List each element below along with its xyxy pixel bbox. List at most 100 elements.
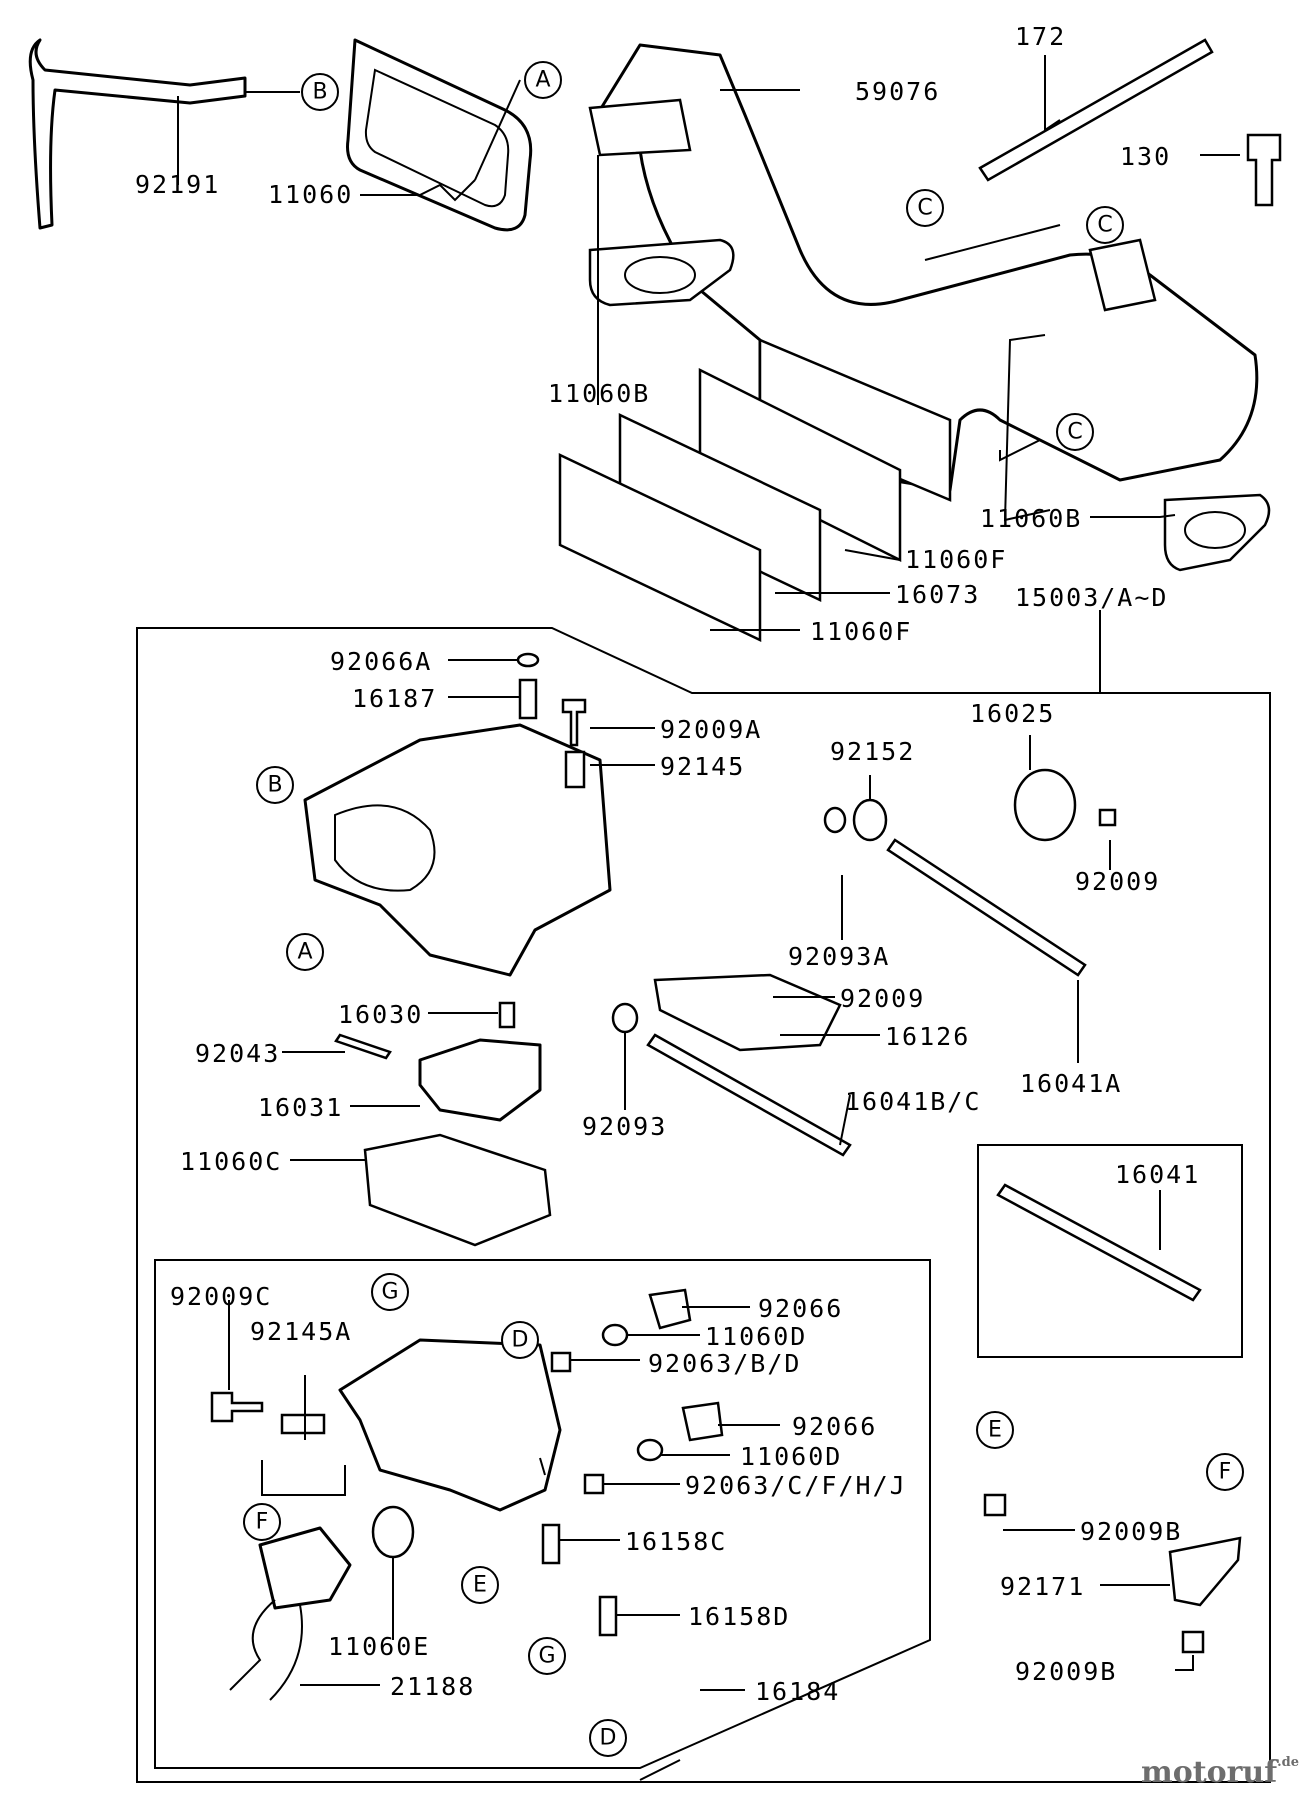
part-label-92009C: 92009C: [170, 1282, 272, 1311]
part-label-92171: 92171: [1000, 1572, 1085, 1601]
idle-screw-16187-part: [518, 678, 538, 720]
part-label-59076: 59076: [855, 77, 940, 106]
part-label-92009B-lower: 92009B: [1015, 1657, 1117, 1686]
gasket-11060-hole: [364, 68, 510, 208]
breather-hose-part: [28, 38, 247, 230]
part-label-11060C: 11060C: [180, 1147, 282, 1176]
part-label-16158D: 16158D: [688, 1602, 790, 1631]
part-label-92009-center: 92009: [840, 984, 925, 1013]
gasket-11060C-part: [363, 1133, 552, 1247]
part-label-92063BD: 92063/B/D: [648, 1349, 801, 1378]
screw-92009B-upper-part: [983, 1493, 1007, 1517]
part-label-16041BC: 16041B/C: [845, 1087, 981, 1116]
gasket-11060D-upper-part: [601, 1323, 629, 1347]
gasket-11060E-part: [371, 1505, 415, 1559]
ref-circle-f-left: F: [243, 1503, 281, 1541]
choke-valve-16025-part: [1013, 768, 1077, 842]
svg-text:E: E: [988, 1418, 1002, 1443]
part-label-92093: 92093: [582, 1112, 667, 1141]
ref-circle-a-top: A: [524, 61, 562, 99]
manifold-flange-right: [1088, 238, 1157, 312]
spring-92145-part: [564, 750, 586, 789]
svg-text:F: F: [256, 1510, 269, 1535]
gasket-11060B-lower-hole: [1184, 511, 1246, 549]
solenoid-21188-wire: [229, 1599, 303, 1701]
svg-text:G: G: [538, 1644, 555, 1669]
ref-circle-d-bottom: D: [589, 1719, 627, 1757]
spring-92145A-part: [280, 1413, 326, 1435]
leader-lines: [177, 55, 1240, 1781]
part-label-16073: 16073: [895, 580, 980, 609]
part-label-16187: 16187: [352, 684, 437, 713]
gasket-11060-part: [346, 38, 533, 232]
screw-92009B-lower-part: [1181, 1630, 1205, 1654]
ref-circle-a-mid: A: [286, 933, 324, 971]
part-label-92066A: 92066A: [330, 647, 432, 676]
part-label-92043: 92043: [195, 1039, 280, 1068]
ref-circle-c-3: C: [1056, 413, 1094, 451]
gasket-11060B-lower-part: [1163, 493, 1271, 572]
part-label-130: 130: [1120, 142, 1171, 171]
float-pin-16030-part: [498, 1001, 516, 1029]
watermark-suffix: .de: [1277, 1755, 1299, 1770]
jet-16158C-part: [541, 1523, 561, 1565]
manifold-lower-flange: [758, 338, 952, 502]
watermark-logo: motoruf.de: [1141, 1755, 1299, 1790]
stud-172-part: [978, 38, 1214, 182]
part-label-172: 172: [1015, 22, 1066, 51]
washer-92093A-part: [823, 806, 847, 834]
jet-92063BD-part: [550, 1351, 572, 1373]
plug-92066-upper-part: [648, 1288, 692, 1330]
svg-text:C: C: [1067, 420, 1082, 445]
part-label-15003: 15003/A~D: [1015, 583, 1168, 612]
washer-92093-part: [611, 1002, 639, 1034]
svg-text:B: B: [267, 773, 282, 798]
part-label-11060F-lower: 11060F: [810, 617, 912, 646]
choke-shaft-16041A-part: [886, 838, 1087, 977]
float-bowl-group-frame: [154, 1259, 931, 1769]
alt-shaft-16041-part: [996, 1183, 1202, 1302]
ref-circle-b-top: B: [301, 73, 339, 111]
manifold-flange-left: [588, 98, 692, 157]
screw-92009A-part: [561, 698, 587, 747]
part-label-11060D-lower: 11060D: [740, 1442, 842, 1471]
part-label-11060F-upper: 11060F: [905, 545, 1007, 574]
screw-92009-right-part: [1098, 808, 1117, 827]
gasket-11060F-lower-part: [558, 453, 762, 642]
svg-text:C: C: [1097, 213, 1112, 238]
part-label-16031: 16031: [258, 1093, 343, 1122]
ref-circle-d-top: D: [501, 1321, 539, 1359]
svg-text:A: A: [535, 68, 550, 93]
ref-circle-g-top: G: [371, 1273, 409, 1311]
part-label-11060B-upper: 11060B: [548, 379, 650, 408]
pin-92043-part: [334, 1033, 392, 1060]
part-label-11060E: 11060E: [328, 1632, 430, 1661]
part-label-16184: 16184: [755, 1677, 840, 1706]
svg-text:B: B: [312, 80, 327, 105]
part-label-92145A: 92145A: [250, 1317, 352, 1346]
alt-shaft-inset-frame: [977, 1144, 1243, 1358]
seal-92152-part: [852, 798, 888, 842]
svg-text:G: G: [381, 1280, 398, 1305]
part-label-16158C: 16158C: [625, 1527, 727, 1556]
svg-text:C: C: [917, 196, 932, 221]
part-label-21188: 21188: [390, 1672, 475, 1701]
float-16031-part: [418, 1038, 542, 1122]
svg-text:E: E: [473, 1573, 487, 1598]
part-label-92093A: 92093A: [788, 942, 890, 971]
carburetor-bore: [334, 804, 436, 892]
throttle-shaft-16041BC-part: [646, 1033, 852, 1157]
part-label-92009-right: 92009: [1075, 867, 1160, 896]
part-label-16025: 16025: [970, 699, 1055, 728]
ref-circle-f-right: F: [1206, 1453, 1244, 1491]
part-label-92152: 92152: [830, 737, 915, 766]
ref-circle-c-2: C: [1086, 206, 1124, 244]
svg-text:A: A: [297, 940, 312, 965]
part-label-16041A: 16041A: [1020, 1069, 1122, 1098]
part-label-16126: 16126: [885, 1022, 970, 1051]
ref-circle-c-1: C: [906, 189, 944, 227]
ref-circle-e-right: E: [976, 1411, 1014, 1449]
ref-circle-b-mid: B: [256, 766, 294, 804]
part-label-92063CFHJ: 92063/C/F/H/J: [685, 1471, 907, 1500]
